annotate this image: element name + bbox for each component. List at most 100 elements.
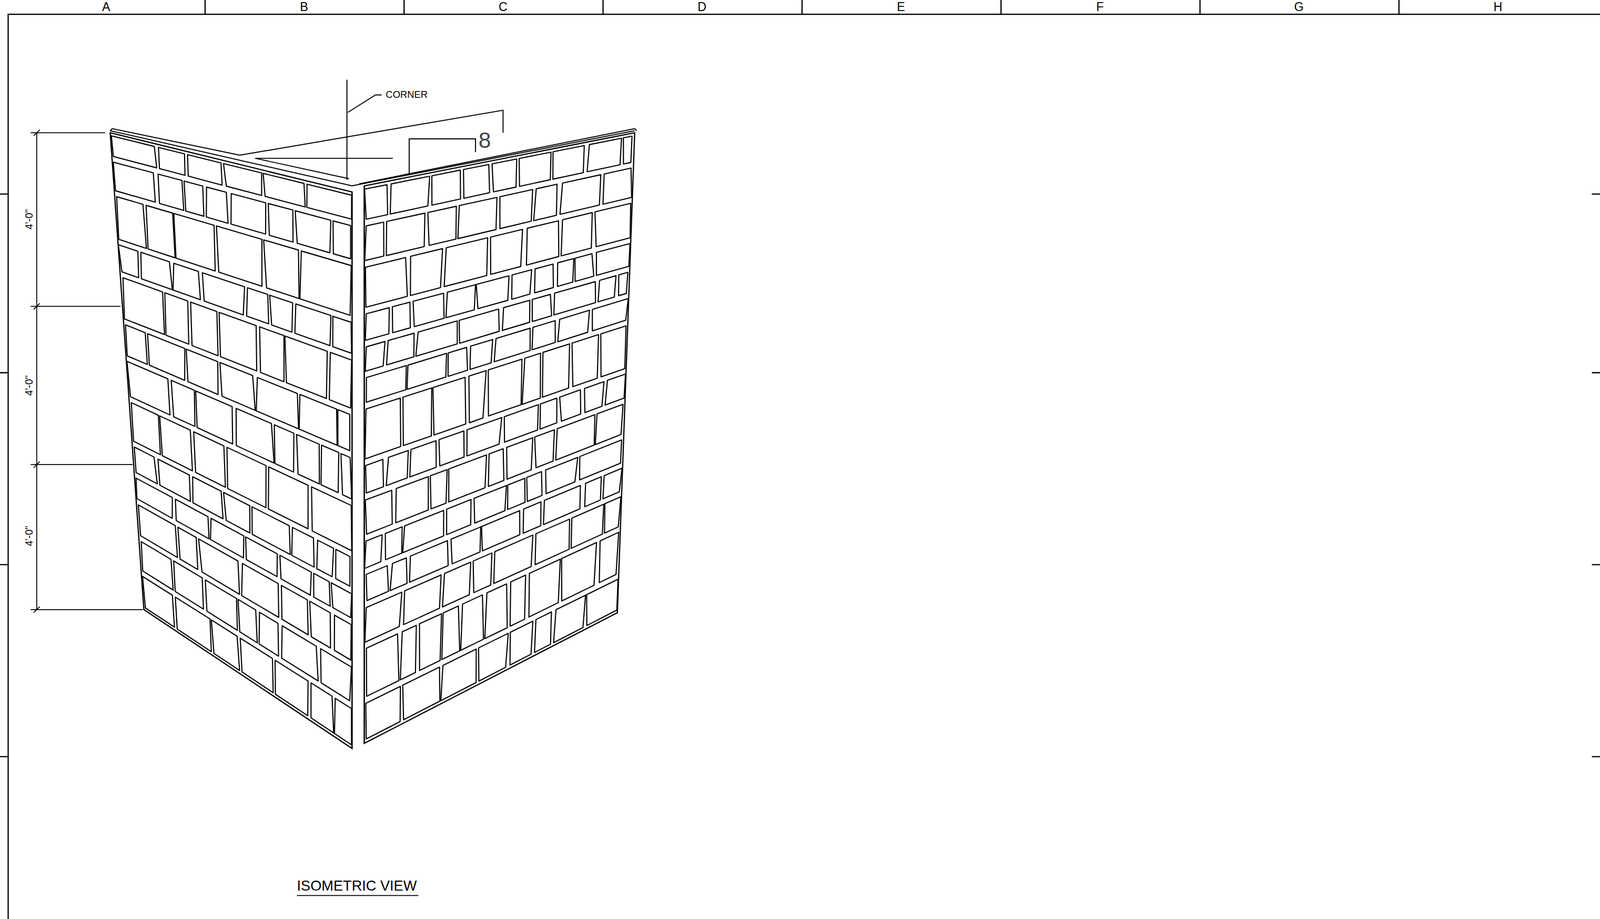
stone: [467, 417, 502, 457]
stone: [262, 173, 306, 208]
stone: [572, 334, 599, 387]
stone: [439, 430, 465, 467]
digit-mark: 8: [478, 128, 492, 151]
stone: [409, 440, 437, 478]
stone: [175, 596, 211, 652]
stone: [494, 328, 531, 362]
grid-letter: E: [896, 1, 906, 14]
stone: [586, 138, 622, 172]
stone: [473, 552, 493, 593]
stone: [592, 298, 629, 331]
stone: [240, 638, 274, 693]
stone: [285, 336, 328, 399]
stone: [416, 320, 458, 357]
stone: [584, 476, 602, 507]
stone: [488, 448, 504, 487]
stone: [211, 619, 240, 671]
stone: [268, 203, 293, 242]
stone: [216, 226, 262, 287]
stone: [499, 189, 533, 229]
stone: [365, 221, 384, 261]
stone: [427, 206, 457, 246]
wall-face: [110, 132, 353, 748]
stone: [146, 205, 176, 258]
wall-face: [364, 132, 635, 744]
stone: [259, 326, 285, 382]
stone: [519, 152, 552, 187]
stone-faces: [110, 132, 635, 748]
stone: [309, 601, 331, 648]
stone: [430, 469, 448, 510]
stone: [602, 468, 622, 499]
stone: [295, 304, 331, 346]
stone: [366, 565, 389, 601]
stone: [594, 203, 631, 247]
stone: [441, 605, 460, 660]
stone: [190, 301, 218, 356]
grid-letter: B: [299, 1, 309, 14]
stone: [511, 269, 532, 300]
stone: [193, 431, 226, 488]
stone: [365, 257, 408, 308]
stone: [559, 389, 581, 422]
stone: [296, 434, 320, 484]
stone: [542, 343, 570, 398]
stone: [158, 174, 185, 211]
stone: [586, 579, 619, 626]
caption-underline: [297, 894, 419, 896]
stone: [402, 387, 432, 446]
stone: [392, 301, 411, 333]
dimension-text: 4'-0": [23, 208, 36, 231]
stone: [446, 499, 471, 535]
stone: [493, 534, 533, 584]
stone: [198, 538, 240, 594]
stone: [186, 349, 219, 395]
stone: [532, 294, 552, 322]
stone: [246, 287, 269, 324]
stone: [365, 341, 386, 372]
stone: [187, 154, 223, 186]
stone: [334, 615, 352, 661]
callout-label: CORNER: [385, 89, 428, 100]
stone: [295, 210, 331, 253]
wall-cap: [110, 110, 637, 749]
stone: [459, 309, 500, 344]
stone: [184, 180, 205, 217]
stone: [409, 540, 449, 583]
stone: [206, 187, 228, 224]
stone: [410, 248, 443, 296]
stone: [560, 174, 602, 215]
stone: [274, 424, 294, 473]
stone: [158, 147, 185, 176]
stone: [574, 253, 594, 282]
stone: [442, 562, 471, 607]
stone: [334, 697, 352, 745]
stone: [557, 310, 590, 342]
stone: [468, 370, 486, 423]
grid-letter: C: [498, 1, 508, 14]
stone: [331, 582, 352, 618]
stone: [522, 352, 541, 404]
leader-line: [347, 79, 382, 180]
grid-letter: G: [1294, 1, 1304, 14]
stone: [523, 501, 542, 534]
stone: [596, 243, 631, 276]
stone: [386, 332, 414, 365]
stone: [451, 527, 481, 564]
stone: [366, 686, 401, 739]
stone: [412, 292, 444, 327]
stone: [386, 213, 425, 256]
stone: [598, 275, 616, 302]
stone: [571, 504, 604, 549]
stone: [164, 292, 189, 345]
stone: [395, 476, 429, 523]
stone: [177, 527, 198, 570]
stone: [259, 612, 279, 656]
stone: [504, 404, 539, 442]
stone: [432, 377, 466, 435]
stone: [316, 540, 334, 577]
stone: [444, 237, 489, 287]
stone: [604, 373, 626, 405]
stone: [595, 403, 624, 445]
